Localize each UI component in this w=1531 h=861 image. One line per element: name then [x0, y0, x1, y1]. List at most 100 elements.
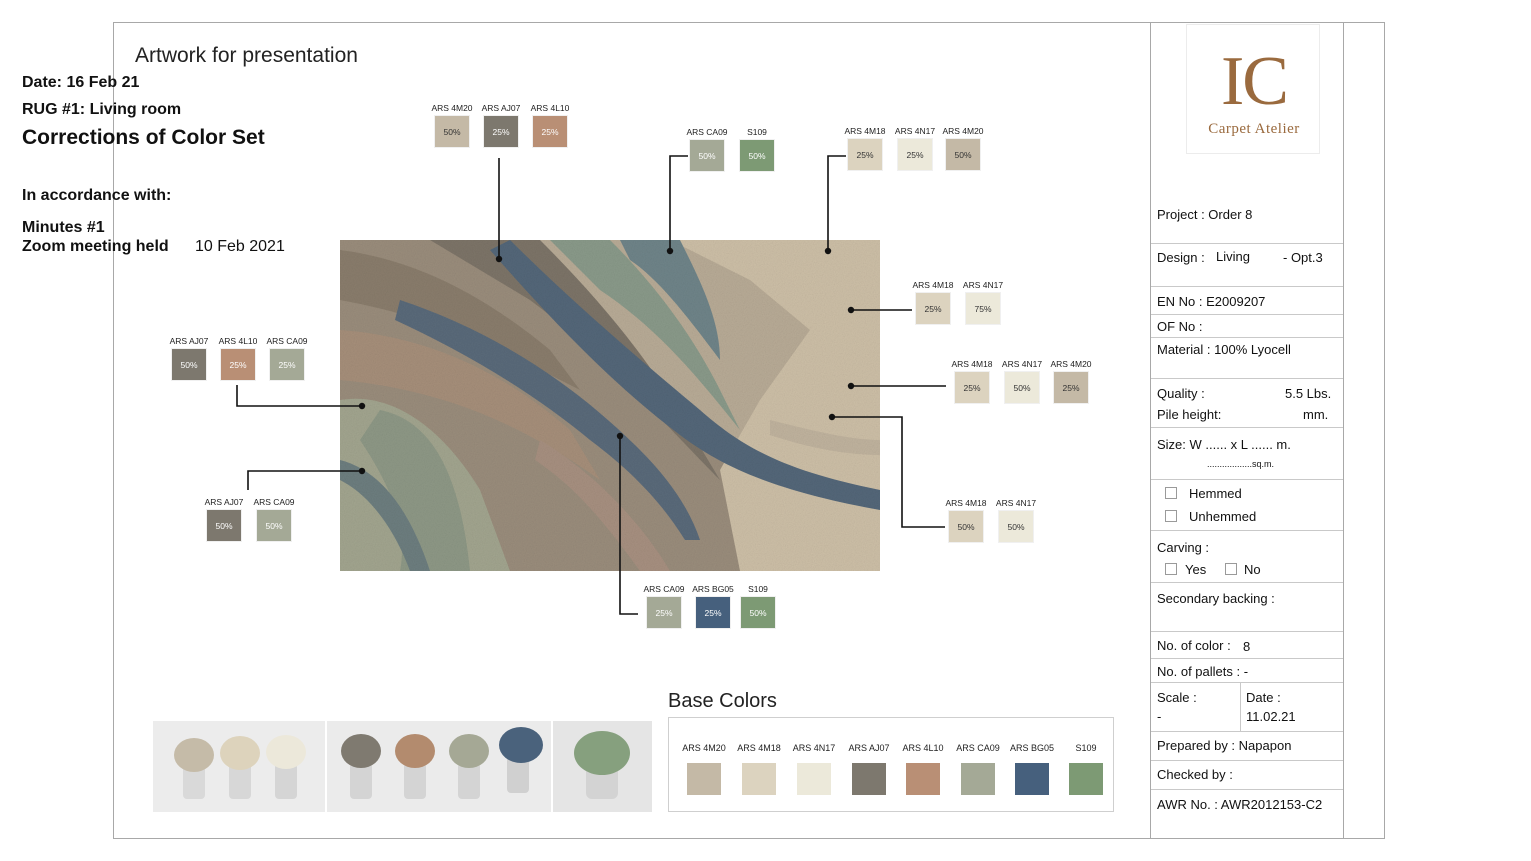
unhemmed-label: Unhemmed	[1189, 509, 1257, 524]
hemmed-label: Hemmed	[1189, 486, 1242, 501]
secondary-backing-label: Secondary backing :	[1157, 591, 1275, 606]
size-field: Size: W ...... x L ...... m.	[1157, 437, 1291, 452]
base-color-label: ARS 4M20	[682, 743, 726, 753]
color-chip: 25%	[533, 116, 567, 147]
row-divider	[1151, 658, 1343, 659]
color-chip: 50%	[999, 511, 1033, 542]
material-field: Material : 100% Lyocell	[1157, 342, 1291, 357]
design-label: Design :	[1157, 250, 1205, 265]
num-colors-label: No. of color :	[1157, 638, 1231, 653]
color-chip: 50%	[172, 349, 206, 380]
color-chip: 25%	[221, 349, 255, 380]
chip-label: ARS AJ07	[481, 103, 521, 113]
design-option: - Opt.3	[1283, 250, 1323, 265]
chip-label: ARS 4M18	[912, 280, 954, 290]
color-chip: 25%	[955, 372, 989, 403]
zoom-date: 10 Feb 2021	[195, 238, 285, 255]
carving-yes-checkbox[interactable]	[1165, 563, 1177, 575]
row-divider	[1151, 286, 1343, 287]
base-color-swatch	[687, 763, 721, 795]
prepared-by-field: Prepared by : Napapon	[1157, 738, 1292, 753]
awr-number-field: AWR No. : AWR2012153-C2	[1157, 797, 1323, 812]
logo-monogram: IC	[1221, 43, 1289, 120]
checked-by-field: Checked by :	[1157, 767, 1233, 782]
base-color-swatch	[797, 763, 831, 795]
base-color-label: ARS CA09	[956, 743, 1000, 753]
chip-label: ARS CA09	[686, 127, 728, 137]
scale-value: -	[1157, 709, 1162, 724]
color-chip: 50%	[207, 510, 241, 541]
project-field: Project : Order 8	[1157, 207, 1253, 222]
base-color-item: ARS BG05	[1005, 743, 1059, 795]
color-chip: 50%	[740, 140, 774, 171]
chip-label: ARS 4M18	[844, 126, 886, 136]
chip-label: ARS AJ07	[204, 497, 244, 507]
minutes-line: Minutes #1	[22, 219, 105, 236]
color-chip: 25%	[484, 116, 518, 147]
row-divider	[1151, 731, 1343, 732]
yarn-photo-green	[553, 721, 652, 812]
base-color-item: ARS 4M18	[732, 743, 786, 795]
row-divider	[1151, 479, 1343, 480]
chip-label: ARS 4N17	[894, 126, 936, 136]
base-colors-panel: ARS 4M20 ARS 4M18 ARS 4N17 ARS AJ07 ARS …	[668, 717, 1114, 812]
row-divider	[1151, 789, 1343, 790]
hemmed-checkbox[interactable]	[1165, 487, 1177, 499]
scale-date-divider	[1240, 682, 1241, 731]
rug-line: RUG #1: Living room	[22, 101, 182, 118]
chip-label: ARS BG05	[692, 584, 734, 594]
color-chip: 50%	[1005, 372, 1039, 403]
base-color-swatch	[906, 763, 940, 795]
carving-no-checkbox[interactable]	[1225, 563, 1237, 575]
base-color-label: ARS BG05	[1009, 743, 1055, 753]
row-divider	[1151, 582, 1343, 583]
base-color-swatch	[1015, 763, 1049, 795]
quality-value: 5.5 Lbs.	[1285, 386, 1332, 401]
row-divider	[1151, 243, 1343, 244]
rug-artwork	[340, 240, 880, 571]
chip-label: ARS 4L10	[530, 103, 570, 113]
color-chip: 50%	[946, 139, 980, 170]
carving-no-label: No	[1244, 562, 1261, 577]
chip-label: ARS CA09	[643, 584, 685, 594]
carving-yes-label: Yes	[1185, 562, 1207, 577]
drawing-sheet-border	[113, 22, 1385, 839]
base-color-label: ARS 4L10	[902, 743, 944, 753]
color-chip: 25%	[848, 139, 882, 170]
chip-label: ARS 4M20	[942, 126, 984, 136]
color-chip: 25%	[647, 597, 681, 628]
base-colors-title: Base Colors	[668, 690, 777, 712]
color-chip: 25%	[696, 597, 730, 628]
sheet-date-value: 11.02.21	[1246, 709, 1296, 724]
chip-label: ARS 4M18	[951, 359, 993, 369]
base-color-swatch	[961, 763, 995, 795]
scale-label: Scale :	[1157, 690, 1197, 705]
base-color-item: ARS 4M20	[677, 743, 731, 795]
chip-label: S109	[748, 584, 768, 594]
chip-label: ARS 4L10	[218, 336, 258, 346]
row-divider	[1151, 631, 1343, 632]
color-chip: 75%	[966, 293, 1000, 324]
color-chip: 25%	[898, 139, 932, 170]
base-color-label: S109	[1075, 743, 1097, 753]
company-logo: IC Carpet Atelier	[1186, 24, 1320, 154]
base-color-item: S109	[1059, 743, 1113, 795]
chip-label: ARS CA09	[253, 497, 295, 507]
color-chip: 25%	[270, 349, 304, 380]
corrections-heading: Corrections of Color Set	[22, 126, 265, 149]
num-colors-value: 8	[1243, 639, 1251, 654]
of-no-field: OF No :	[1157, 319, 1203, 334]
row-divider	[1151, 530, 1343, 531]
row-divider	[1151, 760, 1343, 761]
base-color-swatch	[1069, 763, 1103, 795]
unhemmed-checkbox[interactable]	[1165, 510, 1177, 522]
color-chip: 25%	[1054, 372, 1088, 403]
yarn-photo-light	[153, 721, 325, 812]
base-color-item: ARS CA09	[951, 743, 1005, 795]
color-chip: 50%	[257, 510, 291, 541]
base-color-swatch	[742, 763, 776, 795]
base-color-item: ARS AJ07	[842, 743, 896, 795]
zoom-line: Zoom meeting held	[22, 238, 169, 255]
chip-label: ARS 4M20	[1050, 359, 1092, 369]
